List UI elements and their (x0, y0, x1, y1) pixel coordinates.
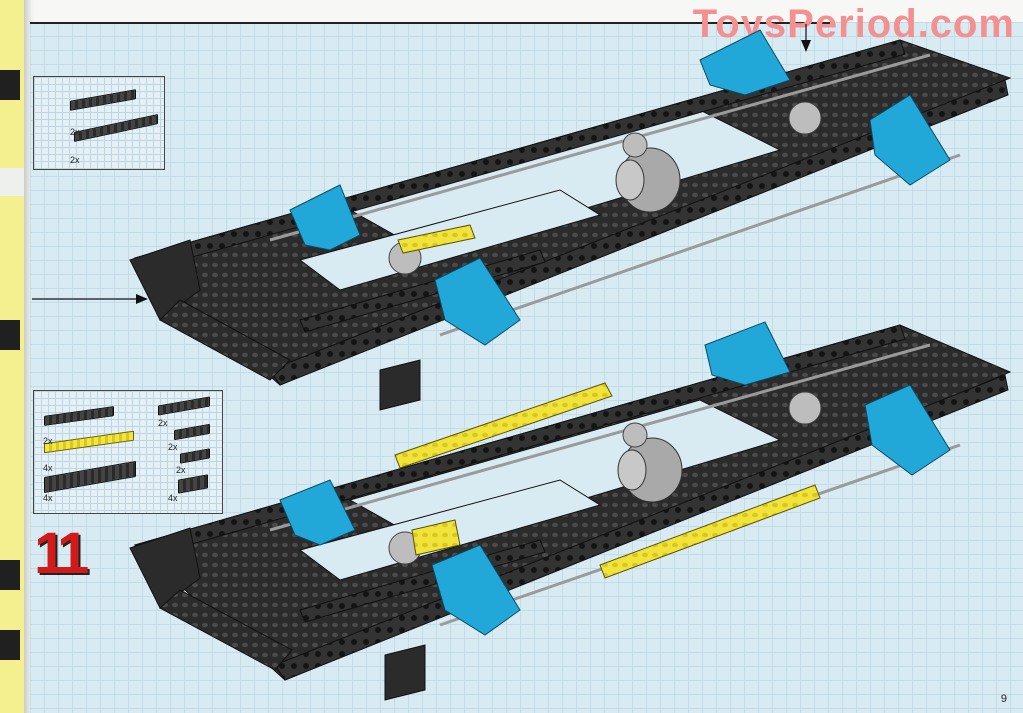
part-quantity: 2x (176, 465, 186, 475)
part-quantity: 2x (158, 418, 168, 428)
step-number: 11 (34, 521, 89, 586)
part-quantity: 2x (43, 436, 53, 446)
left-page-brick (0, 70, 20, 100)
part-quantity: 4x (43, 463, 53, 473)
part-quantity: 4x (168, 493, 178, 503)
assembly-arrow (32, 294, 148, 304)
assembly-arrow (801, 24, 811, 52)
parts-list-box-2: 2x 4x 4x 2x 2x 2x 4x (33, 390, 223, 514)
left-page-brick (0, 320, 20, 350)
part-quantity: 2x (70, 127, 80, 137)
chassis-model-upper (129, 29, 1012, 411)
part-quantity: 4x (43, 493, 53, 503)
top-rule (30, 22, 830, 24)
left-page-yellow-tab (0, 196, 27, 713)
page-number: 9 (1000, 693, 1007, 705)
part-quantity: 2x (70, 155, 80, 165)
chassis-model-lower (129, 321, 1012, 701)
part-quantity: 2x (168, 442, 178, 452)
left-page-brick (0, 560, 20, 590)
parts-list-box-1: 2x 2x (33, 76, 165, 170)
left-page-brick (0, 630, 20, 660)
page-gutter (24, 0, 34, 713)
